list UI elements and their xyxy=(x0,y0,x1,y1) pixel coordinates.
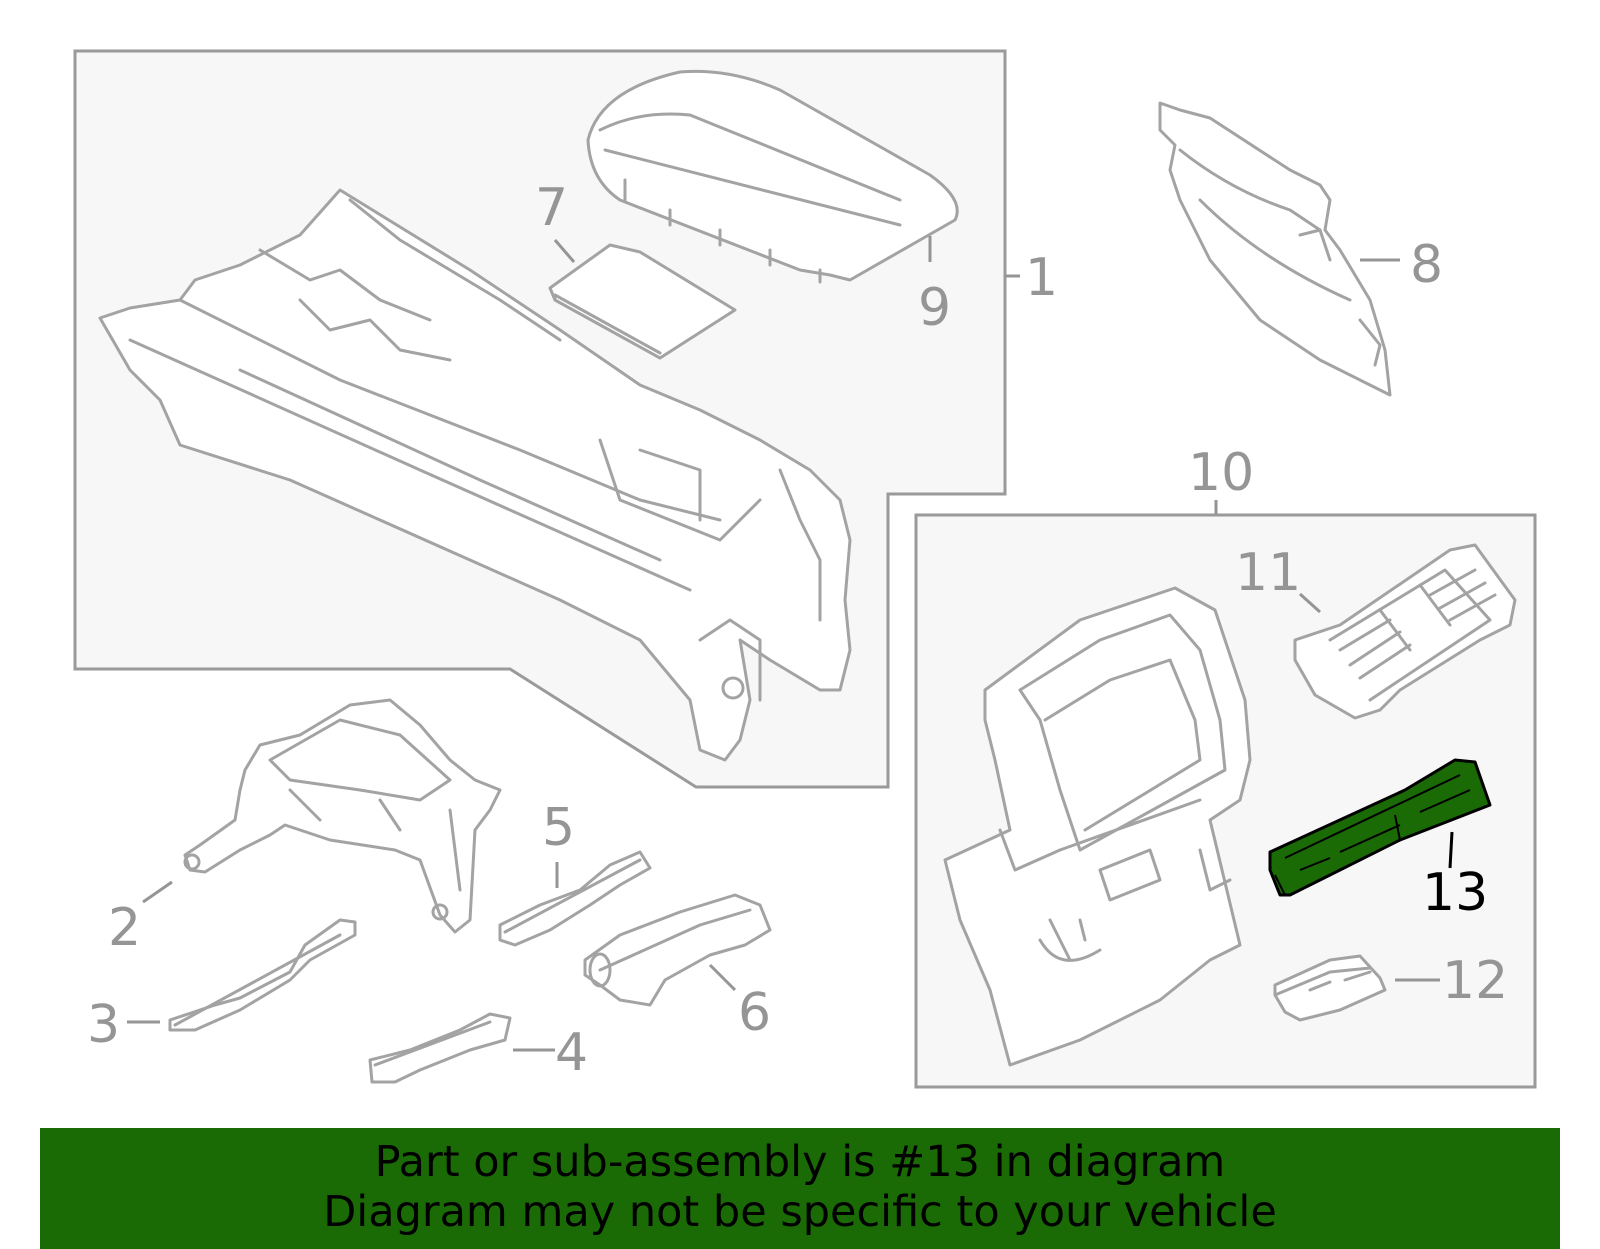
console-body-part xyxy=(98,188,852,762)
pad-part xyxy=(548,243,737,360)
callout-9: 9 xyxy=(918,278,951,338)
callout-8: 8 xyxy=(1410,235,1443,295)
callout-2: 2 xyxy=(108,898,141,958)
switch-panel-part-highlighted xyxy=(1268,758,1492,897)
callout-6: 6 xyxy=(738,983,771,1043)
air-vent-part xyxy=(1293,543,1517,720)
bracket-5-part xyxy=(498,850,652,947)
callout-7: 7 xyxy=(535,178,568,238)
info-banner: Part or sub-assembly is #13 in diagram D… xyxy=(40,1128,1560,1249)
side-trim-part xyxy=(1158,101,1392,397)
callout-3: 3 xyxy=(87,995,120,1055)
armrest-lid-part xyxy=(586,69,959,284)
callout-4: 4 xyxy=(555,1023,588,1083)
callout-1: 1 xyxy=(1025,248,1058,308)
leader-lines xyxy=(127,236,1454,1052)
bracket-6-part xyxy=(583,893,772,1007)
callout-13: 13 xyxy=(1422,863,1488,923)
small-switch-part xyxy=(1273,954,1387,1022)
bracket-3-part xyxy=(168,918,357,1032)
callout-10: 10 xyxy=(1188,443,1254,503)
main-bracket-part xyxy=(183,698,502,934)
banner-line-1: Part or sub-assembly is #13 in diagram xyxy=(374,1137,1226,1187)
callout-12: 12 xyxy=(1442,951,1508,1011)
rear-panel-part xyxy=(943,586,1252,1067)
callout-labels: 1 2 3 4 5 6 7 8 9 10 11 12 13 xyxy=(87,178,1508,1083)
bracket-4-part xyxy=(368,1012,512,1084)
callout-11: 11 xyxy=(1235,543,1301,603)
banner-line-2: Diagram may not be specific to your vehi… xyxy=(323,1187,1277,1237)
callout-5: 5 xyxy=(542,798,575,858)
